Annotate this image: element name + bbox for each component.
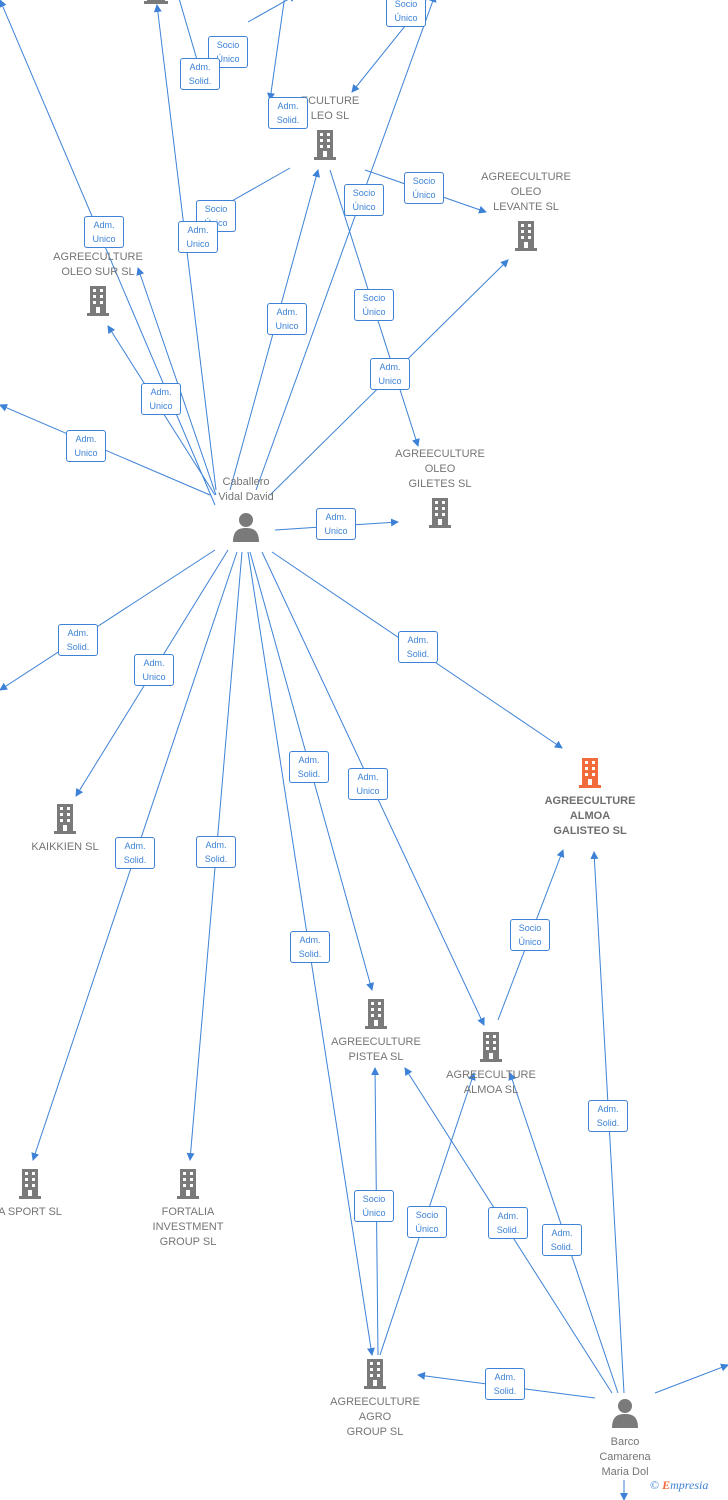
company-node-top-left[interactable] bbox=[136, 0, 176, 4]
relation-label[interactable]: Socio Único bbox=[404, 172, 444, 204]
person-icon bbox=[612, 1399, 638, 1428]
building-icon bbox=[54, 804, 76, 834]
relation-label[interactable]: Socio Único bbox=[407, 1206, 447, 1238]
relation-edge bbox=[267, 0, 285, 101]
company-node-oleo-sur[interactable]: AGREECULTURE OLEO SUR SL bbox=[48, 250, 148, 318]
copyright-symbol: © bbox=[650, 1478, 660, 1492]
building-icon bbox=[19, 1169, 41, 1199]
node-label: AGREECULTURE OLEO GILETES SL bbox=[395, 448, 485, 490]
relation-label[interactable]: Adm. Solid. bbox=[542, 1224, 582, 1256]
building-icon bbox=[364, 1359, 386, 1389]
relation-label[interactable]: Adm. Solid. bbox=[488, 1207, 528, 1239]
relation-label[interactable]: Adm. Unico bbox=[348, 768, 388, 800]
node-label: AGREECULTURE ALMOA SL bbox=[446, 1069, 536, 1096]
building-icon bbox=[314, 130, 336, 160]
relation-label[interactable]: Adm. Unico bbox=[66, 430, 106, 462]
brand-initial: E bbox=[662, 1478, 671, 1492]
node-label: ECULTURE LEO SL bbox=[300, 95, 360, 122]
relation-label[interactable]: Adm. Unico bbox=[134, 654, 174, 686]
relation-edge bbox=[0, 0, 216, 506]
company-node-oleo-levante[interactable]: AGREECULTURE OLEO LEVANTE SL bbox=[476, 170, 576, 253]
relation-label[interactable]: Socio Único bbox=[344, 184, 384, 216]
building-icon bbox=[144, 0, 168, 4]
relation-label[interactable]: Adm. Unico bbox=[370, 358, 410, 390]
building-icon bbox=[429, 498, 451, 528]
relation-label[interactable]: Socio Único bbox=[386, 0, 426, 27]
node-label: KAIKKIEN SL bbox=[31, 841, 99, 853]
company-node-la-sport[interactable]: LA SPORT SL bbox=[0, 1167, 70, 1220]
person-icon bbox=[233, 513, 259, 542]
brand-logo: © Empresia bbox=[650, 1478, 708, 1493]
building-icon bbox=[480, 1032, 502, 1062]
relation-label[interactable]: Adm. Solid. bbox=[180, 58, 220, 90]
node-label: AGREECULTURE OLEO LEVANTE SL bbox=[481, 171, 571, 213]
relation-label[interactable]: Adm. Solid. bbox=[289, 751, 329, 783]
company-node-pistea[interactable]: AGREECULTURE PISTEA SL bbox=[326, 997, 426, 1065]
node-label: AGREECULTURE AGRO GROUP SL bbox=[330, 1396, 420, 1438]
relation-label[interactable]: Adm. Solid. bbox=[485, 1368, 525, 1400]
relation-label[interactable]: Socio Único bbox=[510, 919, 550, 951]
company-node-oleo-sl[interactable]: ECULTURE LEO SL bbox=[290, 94, 370, 162]
relation-label[interactable]: Adm. Solid. bbox=[58, 624, 98, 656]
node-label: AGREECULTURE OLEO SUR SL bbox=[53, 251, 143, 278]
node-label: Caballero Vidal David bbox=[218, 476, 274, 503]
person-node-barco[interactable]: Barco Camarena Maria Dol bbox=[585, 1397, 665, 1480]
relation-edge bbox=[255, 0, 437, 491]
node-label: AGREECULTURE ALMOA GALISTEO SL bbox=[544, 795, 636, 837]
building-icon bbox=[87, 286, 109, 316]
relation-label[interactable]: Adm. Solid. bbox=[196, 836, 236, 868]
company-node-almoa[interactable]: AGREECULTURE ALMOA SL bbox=[441, 1030, 541, 1098]
node-label: AGREECULTURE PISTEA SL bbox=[331, 1036, 421, 1063]
relation-label[interactable]: Adm. Unico bbox=[316, 508, 356, 540]
brand-name: mpresia bbox=[670, 1478, 709, 1492]
building-icon bbox=[177, 1169, 199, 1199]
relation-label[interactable]: Adm. Unico bbox=[267, 303, 307, 335]
node-label: LA SPORT SL bbox=[0, 1206, 62, 1218]
building-icon bbox=[515, 221, 537, 251]
relation-label[interactable]: Socio Único bbox=[354, 1190, 394, 1222]
relation-edge bbox=[247, 0, 297, 23]
company-node-oleo-giletes[interactable]: AGREECULTURE OLEO GILETES SL bbox=[390, 447, 490, 530]
relation-label[interactable]: Adm. Unico bbox=[178, 221, 218, 253]
relation-label[interactable]: Adm. Solid. bbox=[398, 631, 438, 663]
company-node-kaikkien[interactable]: KAIKKIEN SL bbox=[20, 802, 110, 855]
relation-edge bbox=[136, 267, 217, 496]
relation-label[interactable]: Adm. Solid. bbox=[268, 97, 308, 129]
building-icon bbox=[579, 758, 601, 788]
company-node-agro-group[interactable]: AGREECULTURE AGRO GROUP SL bbox=[325, 1357, 425, 1440]
person-node-caballero[interactable]: Caballero Vidal David bbox=[206, 475, 286, 543]
company-node-fortalia[interactable]: FORTALIA INVESTMENT GROUP SL bbox=[140, 1167, 236, 1250]
building-icon bbox=[365, 999, 387, 1029]
relation-label[interactable]: Adm. Unico bbox=[84, 216, 124, 248]
node-label: Barco Camarena Maria Dol bbox=[599, 1436, 651, 1478]
relation-label[interactable]: Adm. Solid. bbox=[115, 837, 155, 869]
relation-label[interactable]: Adm. Solid. bbox=[290, 931, 330, 963]
company-node-almoa-galisteo[interactable]: AGREECULTURE ALMOA GALISTEO SL bbox=[532, 756, 648, 839]
relation-edge bbox=[178, 0, 202, 71]
relation-edge bbox=[0, 549, 216, 691]
relation-label[interactable]: Adm. Unico bbox=[141, 383, 181, 415]
relation-label[interactable]: Adm. Solid. bbox=[588, 1100, 628, 1132]
relation-label[interactable]: Socio Único bbox=[354, 289, 394, 321]
node-label: FORTALIA INVESTMENT GROUP SL bbox=[152, 1206, 224, 1248]
relation-edge bbox=[654, 1363, 728, 1394]
